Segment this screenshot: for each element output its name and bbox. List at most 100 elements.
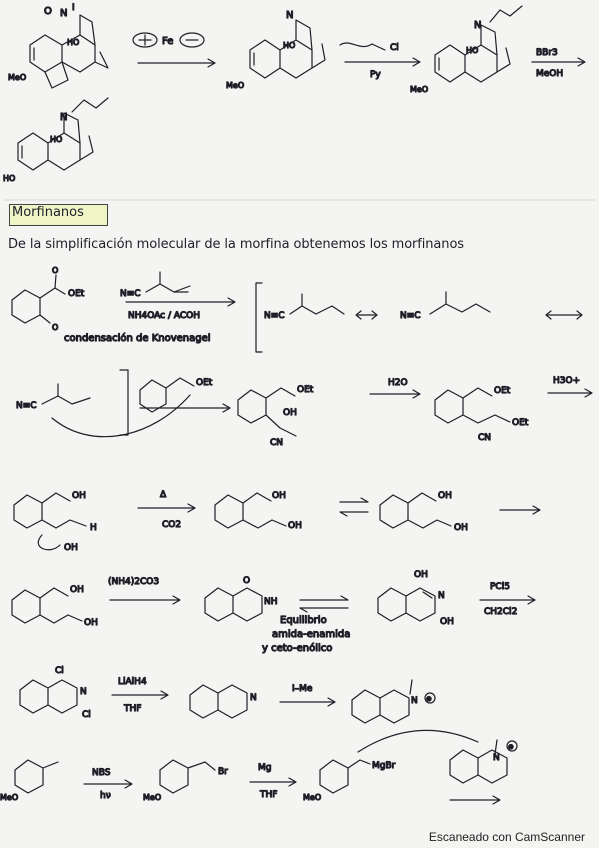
row1-intermediate-label-n: N [286, 10, 293, 21]
row8-iminium-charge-circle [506, 740, 518, 752]
row6-reagent-dcm: CH2Cl2 [484, 607, 517, 617]
row4-curved-arrow-attack [51, 394, 191, 438]
row4-ester-label-1: OEt [196, 378, 213, 388]
row6-middle-nh: NH [264, 597, 278, 607]
ferrocene-reagent [132, 32, 205, 48]
row4-cn-label: CN [270, 438, 283, 448]
row1-reactant-label-meo: MeO [8, 73, 26, 82]
resonance-left-label: N≡C [264, 311, 285, 321]
row7-product-charge-circle [424, 692, 436, 704]
row4-nitrile-label: N≡C [16, 401, 37, 411]
resonance-arrow-2 [545, 310, 583, 320]
knoevenagel-note: condensación de Knovenagel [64, 332, 211, 344]
row1-product-structure [434, 5, 523, 83]
row4-reagent-water: H2O [388, 378, 408, 388]
row8-methylanisole-structure [14, 759, 59, 794]
row6-left-oh-2: OH [84, 618, 98, 628]
row5-right-oh-1: OH [438, 491, 452, 501]
row4-product-ester-1: OEt [494, 386, 511, 396]
row5-diacid-structure [13, 492, 87, 551]
pyridine-label: Py [370, 70, 381, 80]
row7-product-charge: ⊕ [426, 695, 432, 703]
row2-product-label-ho-bridge: HO [50, 135, 62, 144]
bbr3-label: BBr3 [536, 48, 558, 58]
row7-arrow-methylation [279, 697, 336, 707]
row6-right-n: N [438, 591, 445, 601]
row7-left-n: N [80, 687, 87, 697]
row7-left-cl-1: Cl [55, 666, 64, 676]
row7-dichloro-structure [19, 679, 78, 714]
row6-note-line-1: Equilibrio [280, 615, 327, 626]
row3-ester-oxo: O [52, 266, 58, 275]
row6-lactam-structure [204, 587, 263, 622]
row2-product-label-n: N [60, 112, 67, 123]
enolate-resonance-left [289, 293, 345, 315]
row5-left-oh-2: OH [64, 543, 78, 553]
row8-reagent-mg: Mg [258, 763, 271, 773]
row7-left-cl-2: Cl [82, 710, 91, 720]
row5-middle-oh-1: OH [272, 491, 286, 501]
row6-hydroxypyridine-structure [377, 587, 436, 622]
row6-reagent-pcl5: PCl5 [490, 582, 510, 592]
row1-intermediate-label-meo: MeO [226, 81, 244, 90]
row6-left-oh-1: OH [70, 585, 84, 595]
row8-middle-br: Br [218, 767, 228, 777]
row1-arrow-1 [137, 58, 216, 68]
row5-co2-label: CO2 [162, 520, 181, 530]
row6-right-oh-1: OH [414, 570, 428, 580]
row8-grignard-mgbr: MgBr [372, 761, 396, 771]
row5-right-structure [379, 492, 452, 529]
row1-reactant-label-o: O [44, 6, 52, 17]
row1-arrow-2 [344, 57, 421, 67]
row5-right-oh-2: OH [454, 523, 468, 533]
row7-methylpyridinium-structure [351, 679, 413, 724]
row8-iminium-structure [449, 739, 508, 784]
row8-arrow-next [449, 795, 501, 805]
row6-note-line-2: amida-enamida [272, 629, 350, 640]
allyl-chloride-label: Cl [390, 43, 399, 53]
row1-intermediate-structure [249, 19, 326, 79]
row8-iminium-charge: ⊕ [508, 743, 514, 751]
row2-product-structure [17, 97, 109, 171]
row4-arrow-hydrolysis [547, 388, 593, 398]
row8-reagent-thf: THF [259, 790, 277, 800]
row5-equilibrium-arrows [339, 497, 369, 517]
row4-arrow-dehydration [369, 389, 421, 399]
row1-arrow-3 [531, 57, 586, 67]
row1-intermediate-label-ho: HO [283, 41, 295, 50]
row3-arrow-knoevenagel [125, 297, 236, 307]
row3-ester-label: OEt [68, 289, 85, 299]
row4-reagent-hydrolysis: H3O+ [553, 376, 580, 386]
row8-reagent-nbs: NBS [92, 768, 111, 778]
row8-arrow-grignard [249, 777, 297, 787]
allyl-chloride-reagent [339, 42, 386, 51]
row1-product-label-meo: MeO [410, 85, 428, 94]
resonance-right-label: N≡C [400, 311, 421, 321]
meoh-label: MeOH [536, 69, 563, 79]
enolate-resonance-right [429, 291, 491, 315]
row8-benzyl-bromide-structure [159, 759, 216, 794]
row2-product-label-ho-phenol: HO [3, 174, 15, 183]
row6-arrow-chlorination [479, 595, 536, 605]
row7-reagent-lialh4: LiAlH4 [118, 677, 147, 687]
section-title-highlight [9, 204, 108, 226]
row4-adduct-structure [237, 387, 297, 437]
row6-acid-structure [11, 587, 83, 624]
row4-hydroxyl-label: OH [283, 408, 297, 418]
resonance-bracket-close [119, 369, 129, 436]
cyanoacetate-reagent [145, 271, 191, 293]
row8-middle-meo: MeO [143, 793, 161, 802]
row8-arrow-bromination [83, 779, 133, 789]
row5-arrow-decarboxylation [137, 503, 196, 513]
row1-reactant-label-i: I [72, 3, 75, 13]
row5-left-oh-1: OH [72, 491, 86, 501]
row8-iminium-n: N [493, 753, 500, 763]
row7-product-n: N [411, 696, 418, 706]
section-title: Morfinanos [12, 205, 84, 220]
row7-methyl-iodide-label: I–Me [292, 684, 313, 694]
row5-arrow-next [499, 505, 541, 515]
row6-note-line-3: y ceto-enólico [262, 642, 332, 654]
row5-left-h: H [90, 523, 97, 533]
row8-grignard-structure [319, 759, 371, 794]
section-intro: De la simplificación molecular de la mor… [8, 237, 464, 252]
